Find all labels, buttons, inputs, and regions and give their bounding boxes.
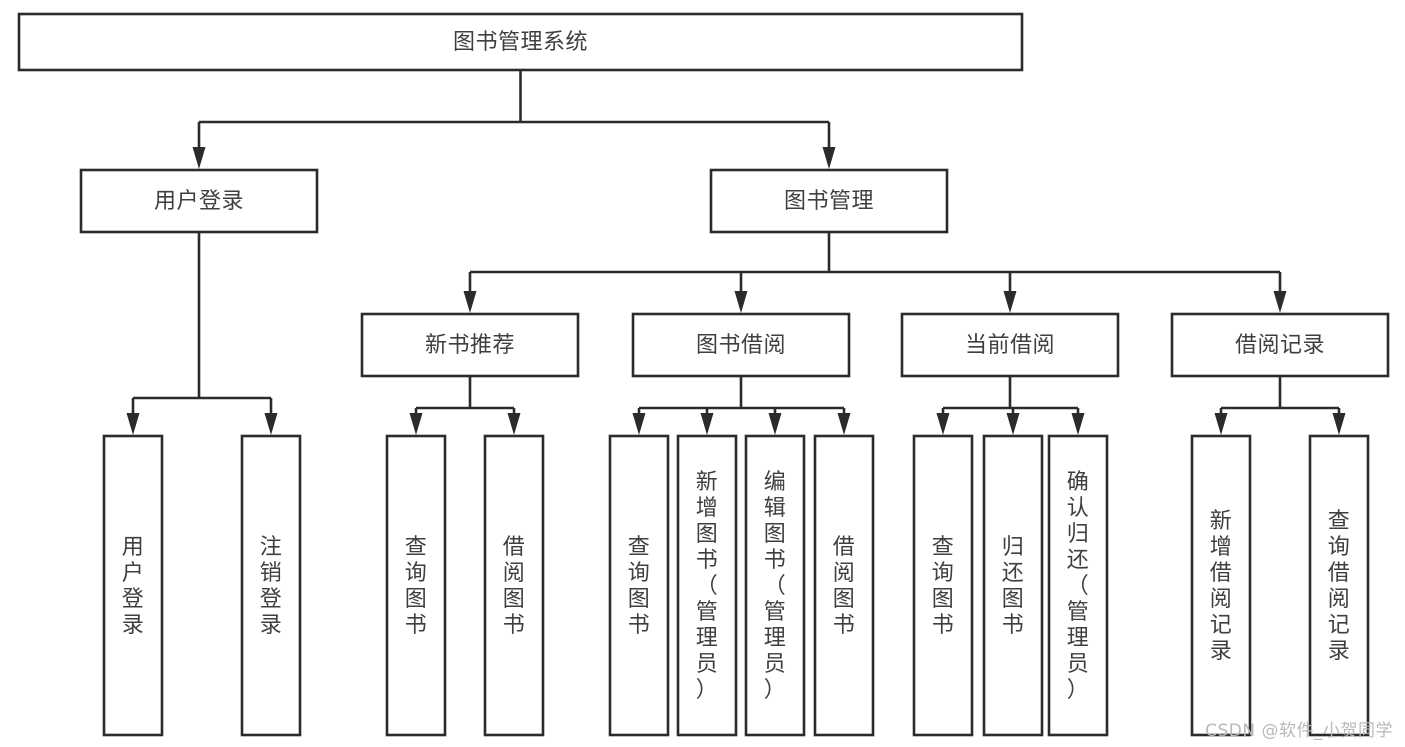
- node-label: 用户登录: [154, 189, 244, 214]
- connector-arrowhead: [700, 413, 714, 435]
- node-box[interactable]: [676, 434, 738, 737]
- node-box[interactable]: [813, 434, 875, 737]
- node-root[interactable]: 图书管理系统: [17, 12, 1024, 72]
- connector-arrowhead: [507, 413, 521, 435]
- node-leaf-rec-query[interactable]: 查询图书: [385, 434, 447, 737]
- node-label: 借阅图书: [503, 535, 526, 638]
- connector-group-book_borrow: [632, 376, 851, 435]
- node-leaf-cb-return[interactable]: 归还图书: [982, 434, 1044, 737]
- node-book-borrow[interactable]: 图书借阅: [631, 312, 851, 378]
- node-layer: 图书管理系统用户登录图书管理新书推荐图书借阅当前借阅借阅记录用户登录注销登录查询…: [17, 12, 1390, 737]
- node-box[interactable]: [102, 434, 164, 737]
- connector-arrowhead: [463, 291, 477, 313]
- node-box[interactable]: [709, 168, 949, 234]
- node-box[interactable]: [912, 434, 974, 737]
- node-user-login[interactable]: 用户登录: [79, 168, 319, 234]
- node-leaf-cb-query[interactable]: 查询图书: [912, 434, 974, 737]
- node-label: 编辑图书（管理员）: [764, 470, 787, 703]
- node-box[interactable]: [1047, 434, 1109, 737]
- connector-group-new_book_rec: [409, 376, 521, 435]
- connector-arrowhead: [264, 413, 278, 435]
- connector-arrowhead: [768, 413, 782, 435]
- node-box[interactable]: [240, 434, 302, 737]
- node-box[interactable]: [608, 434, 670, 737]
- node-box[interactable]: [79, 168, 319, 234]
- connector-arrowhead: [936, 413, 950, 435]
- node-leaf-user-logout[interactable]: 注销登录: [240, 434, 302, 737]
- node-label: 图书借阅: [696, 333, 786, 358]
- node-label: 图书管理: [784, 189, 874, 214]
- connector-arrowhead: [1071, 413, 1085, 435]
- connector-arrowhead: [837, 413, 851, 435]
- node-box[interactable]: [744, 434, 806, 737]
- connector-arrowhead: [1273, 291, 1287, 313]
- node-label: 借阅记录: [1235, 333, 1325, 358]
- csdn-watermark: CSDN @软件_小贺同学: [1205, 721, 1393, 741]
- connector-arrowhead: [1332, 413, 1346, 435]
- connector-arrowhead: [192, 147, 206, 169]
- node-box[interactable]: [385, 434, 447, 737]
- node-label: 用户登录: [122, 535, 145, 638]
- node-label: 注销登录: [260, 535, 283, 638]
- node-current-borrow[interactable]: 当前借阅: [900, 312, 1120, 378]
- node-box[interactable]: [1190, 434, 1252, 737]
- connector-arrowhead: [126, 413, 140, 435]
- node-box[interactable]: [631, 312, 851, 378]
- connector-arrowhead: [1214, 413, 1228, 435]
- node-box[interactable]: [1170, 312, 1390, 378]
- node-label: 图书管理系统: [453, 30, 588, 55]
- node-borrow-record[interactable]: 借阅记录: [1170, 312, 1390, 378]
- node-box[interactable]: [483, 434, 545, 737]
- connector-arrowhead: [734, 291, 748, 313]
- node-label: 确认归还（管理员）: [1067, 470, 1090, 703]
- node-box[interactable]: [17, 12, 1024, 72]
- connector-arrowhead: [1006, 413, 1020, 435]
- node-label: 查询图书: [932, 535, 955, 638]
- node-box[interactable]: [1308, 434, 1370, 737]
- node-leaf-bb-edit[interactable]: 编辑图书（管理员）: [744, 434, 806, 737]
- node-box[interactable]: [900, 312, 1120, 378]
- node-label: 查询借阅记录: [1328, 509, 1351, 664]
- node-leaf-user-login[interactable]: 用户登录: [102, 434, 164, 737]
- node-box[interactable]: [982, 434, 1044, 737]
- node-leaf-rec-borrow[interactable]: 借阅图书: [483, 434, 545, 737]
- connector-group-book_manage: [463, 232, 1287, 313]
- node-leaf-bb-add[interactable]: 新增图书（管理员）: [676, 434, 738, 737]
- node-leaf-bb-query[interactable]: 查询图书: [608, 434, 670, 737]
- node-book-manage[interactable]: 图书管理: [709, 168, 949, 234]
- node-leaf-br-query[interactable]: 查询借阅记录: [1308, 434, 1370, 737]
- connector-arrowhead: [409, 413, 423, 435]
- node-box[interactable]: [360, 312, 580, 378]
- node-leaf-bb-borrow[interactable]: 借阅图书: [813, 434, 875, 737]
- node-label: 新增借阅记录: [1210, 509, 1233, 664]
- connector-layer: [126, 70, 1346, 435]
- node-label: 查询图书: [628, 535, 651, 638]
- node-leaf-br-add[interactable]: 新增借阅记录: [1190, 434, 1252, 737]
- node-label: 归还图书: [1002, 535, 1025, 638]
- connector-arrowhead: [822, 147, 836, 169]
- connector-group-borrow_record: [1214, 376, 1346, 435]
- connector-group-user_login: [126, 232, 278, 435]
- node-leaf-cb-confirm[interactable]: 确认归还（管理员）: [1047, 434, 1109, 737]
- node-label: 当前借阅: [965, 333, 1055, 358]
- connector-group-current_borrow: [936, 376, 1085, 435]
- node-label: 查询图书: [405, 535, 428, 638]
- connector-group-root: [192, 70, 836, 169]
- node-label: 新书推荐: [425, 333, 515, 358]
- connector-arrowhead: [1003, 291, 1017, 313]
- node-new-book-rec[interactable]: 新书推荐: [360, 312, 580, 378]
- node-label: 借阅图书: [833, 535, 856, 638]
- node-label: 新增图书（管理员）: [696, 470, 719, 703]
- connector-arrowhead: [632, 413, 646, 435]
